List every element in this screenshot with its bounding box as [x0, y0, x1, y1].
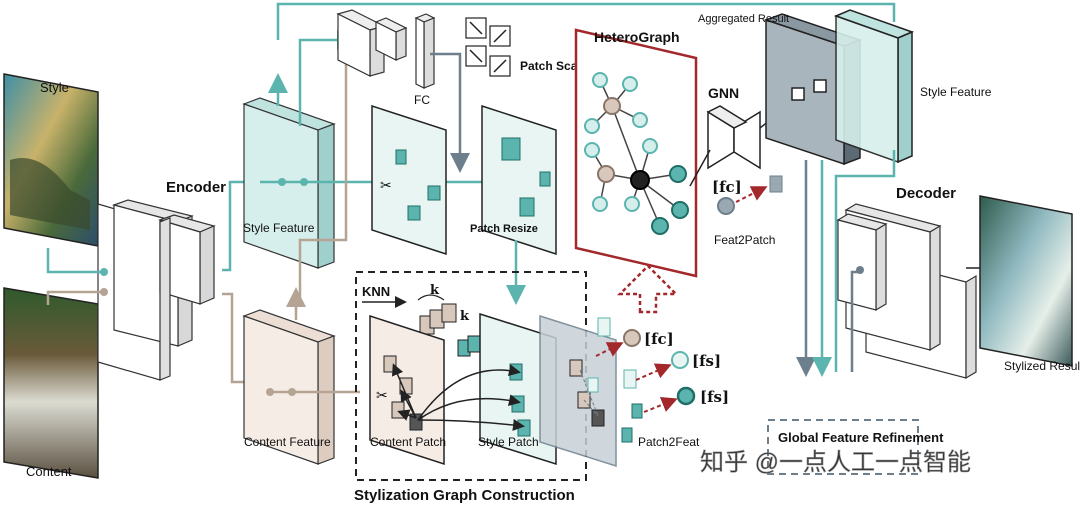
fc-token2-label: [fc] [712, 178, 742, 196]
feat2patch-patch [769, 175, 783, 193]
fs-token-circle-1 [671, 351, 689, 369]
patch2feat-label: Patch2Feat [638, 435, 700, 449]
stylization-graph-box [355, 271, 587, 481]
fc-token-circle [623, 329, 641, 347]
side-patches [597, 317, 643, 443]
encoder-block [97, 199, 216, 381]
content-label: Content [26, 464, 72, 479]
merged-plane [539, 314, 617, 468]
style-label: Style [40, 80, 69, 95]
fc-layers [336, 9, 436, 89]
patch-scale-icons [465, 17, 511, 77]
style-feature-right-label: Style Feature [920, 85, 992, 99]
content-patch-label: Content Patch [370, 435, 446, 449]
fs-token-circle-2 [676, 386, 696, 406]
content-image [3, 287, 99, 479]
up-arrow-icon [616, 264, 680, 314]
fc-token-label: [fc] [644, 330, 674, 348]
stylized-result-label: Stylized Result [1004, 359, 1080, 373]
fs-token-label-1: [fs] [692, 352, 721, 370]
aggregated-result-label: Aggregated Result [698, 13, 789, 25]
style-patch-plane-2 [481, 104, 557, 256]
encoder-label: Encoder [166, 179, 226, 196]
patch-resize-label: Patch Resize [470, 223, 538, 235]
style-patch-plane-1 [371, 104, 447, 256]
style-image [3, 73, 99, 247]
patch-scale-label: Patch Scale [520, 59, 588, 73]
heterograph-label: HeteroGraph [594, 29, 680, 45]
style-feature-label: Style Feature [243, 221, 315, 235]
knn-label: KNN [362, 284, 390, 299]
global-refinement-label: Global Feature Refinement [778, 430, 944, 445]
style-feature-right-block [833, 9, 915, 164]
gnn-block [706, 105, 761, 170]
k-label-1: k [430, 283, 440, 298]
fc-token2-circle [717, 197, 735, 215]
gnn-label: GNN [708, 85, 739, 101]
content-feature-label: Content Feature [244, 435, 331, 449]
watermark-text: 知乎 @一点人工一点智能 [700, 449, 971, 476]
fc-label: FC [414, 93, 430, 107]
style-patch-label: Style Patch [478, 435, 539, 449]
scissors-icon-2: ✂ [376, 387, 388, 403]
global-refinement-box [767, 419, 919, 475]
heterograph-nodes [584, 72, 689, 235]
style-feature-block [242, 97, 336, 269]
feat2patch-label: Feat2Patch [714, 233, 775, 247]
k-label-2: k [460, 309, 470, 324]
knn-links [391, 363, 525, 431]
stylization-graph-label: Stylization Graph Construction [354, 487, 575, 504]
stylized-result-image [979, 195, 1073, 367]
fs-token-label-2: [fs] [700, 388, 729, 406]
scissors-icon-1: ✂ [380, 177, 392, 193]
decoder-label: Decoder [896, 185, 956, 202]
patch2feat-arrows [595, 342, 678, 413]
decoder-block [836, 203, 977, 380]
content-feature-block [242, 309, 336, 465]
